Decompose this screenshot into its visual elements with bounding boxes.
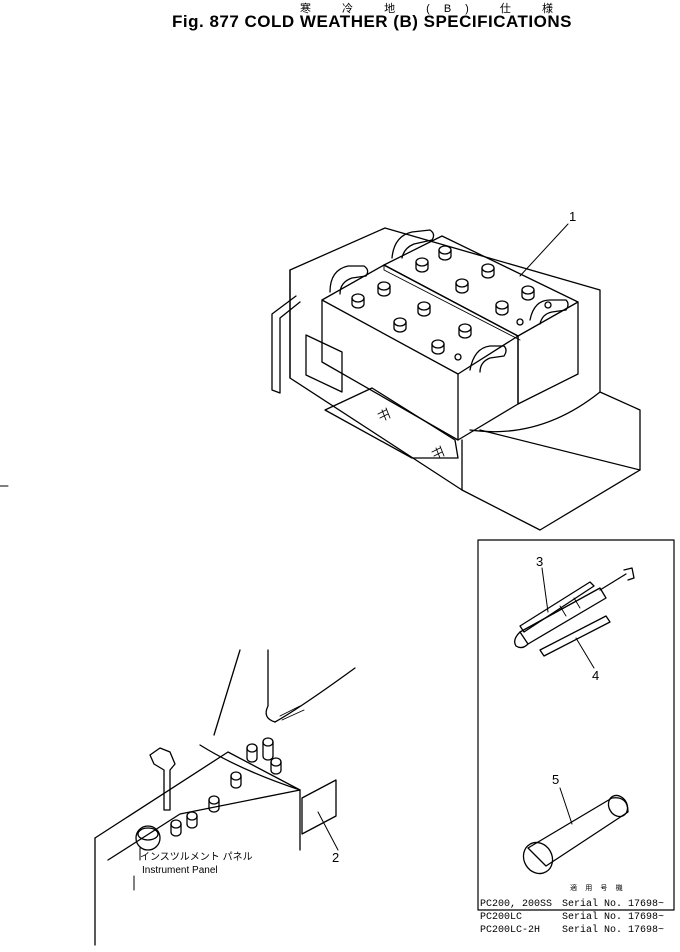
battery-assembly: [271, 223, 641, 531]
rear-battery-handle-2: [529, 299, 569, 325]
panel-surface: [107, 789, 301, 861]
extension-pipe-body: [539, 615, 611, 657]
applicability-header: 適 用 号 機: [570, 885, 625, 893]
front-battery-side: [457, 335, 519, 441]
grease-gun: [514, 567, 635, 649]
front-battery-front: [321, 299, 459, 441]
accessory-frame: [477, 539, 675, 911]
cab-pillar-right: [265, 649, 276, 723]
battery-box-outline: [289, 227, 641, 531]
serial-cell: Serial No. 17698~: [562, 925, 665, 936]
panel-top-edge: [94, 751, 301, 839]
serial-cell: Serial No. 17698~: [562, 912, 665, 923]
control-lever: [149, 747, 176, 811]
grease-gun-bands: [559, 597, 581, 617]
window-edge: [274, 667, 356, 723]
cab-pillar-left: [213, 649, 241, 736]
window-seal: [279, 705, 305, 721]
applicability-table: 適 用 号 機 PC200, 200SS Serial No. 17698~ P…: [480, 885, 674, 937]
leader-line-4: [575, 637, 595, 669]
leader-line-3: [541, 567, 549, 613]
callout-5: 5: [552, 772, 559, 787]
figure-title: Fig. 877 COLD WEATHER (B) SPECIFICATIONS: [172, 12, 572, 31]
leader-line-1: [519, 223, 569, 277]
panel-knobs: [135, 737, 282, 851]
battery-box-front-edge: [461, 429, 641, 491]
front-battery-handle: [329, 265, 369, 295]
callout-1: 1: [569, 209, 576, 224]
panel-side-curve: [199, 744, 301, 791]
serial-cell: Serial No. 17698~: [562, 899, 665, 910]
cartridge-far-end: [607, 794, 629, 818]
table-row: PC200, 200SS Serial No. 17698~: [480, 898, 674, 911]
model-cell: PC200LC-2H: [480, 925, 541, 936]
cartridge-body: [527, 797, 629, 867]
rear-battery-caps: [415, 245, 552, 316]
model-cell: PC200LC: [480, 912, 523, 923]
cartridge-end-cap: [522, 841, 554, 875]
extension-pipe: [539, 615, 611, 669]
front-battery-handle-2: [469, 345, 507, 373]
front-battery-top: [321, 264, 519, 375]
callout-2: 2: [332, 850, 339, 865]
label-plate: [301, 779, 337, 835]
rear-battery-top: [383, 235, 579, 337]
front-battery-caps: [351, 281, 524, 361]
model-cell: PC200, 200SS: [480, 899, 553, 910]
instrument-panel-label-en: Instrument Panel: [142, 865, 218, 876]
battery-floor-mat: [324, 387, 459, 459]
battery-box-curve: [469, 391, 601, 433]
leader-line-5: [559, 787, 573, 825]
grease-gun-barrel: [519, 587, 607, 645]
instrument-panel-label-jp: インスツルメント パネル: [140, 851, 253, 863]
mat-mark-1: [377, 407, 391, 421]
battery-divider: [383, 264, 521, 341]
instrument-panel-assembly: [94, 649, 356, 946]
rear-battery-handle: [391, 229, 435, 259]
grease-gun-plunger: [599, 567, 635, 591]
battery-hold-rod: [271, 295, 301, 394]
grease-gun-nozzle: [514, 631, 529, 649]
grease-gun-handle: [519, 581, 595, 633]
leader-line-2: [317, 811, 339, 851]
mat-mark-2: [431, 445, 445, 459]
callout-3: 3: [536, 554, 543, 569]
japanese-title: 寒 冷 地 (B) 仕 様: [300, 3, 567, 15]
callout-4: 4: [592, 668, 599, 683]
grease-cartridge: [522, 787, 629, 875]
battery-box-plate: [305, 334, 343, 393]
table-row: PC200LC Serial No. 17698~: [480, 911, 674, 924]
rear-battery-side: [517, 301, 579, 405]
table-row: PC200LC-2H Serial No. 17698~: [480, 924, 674, 937]
